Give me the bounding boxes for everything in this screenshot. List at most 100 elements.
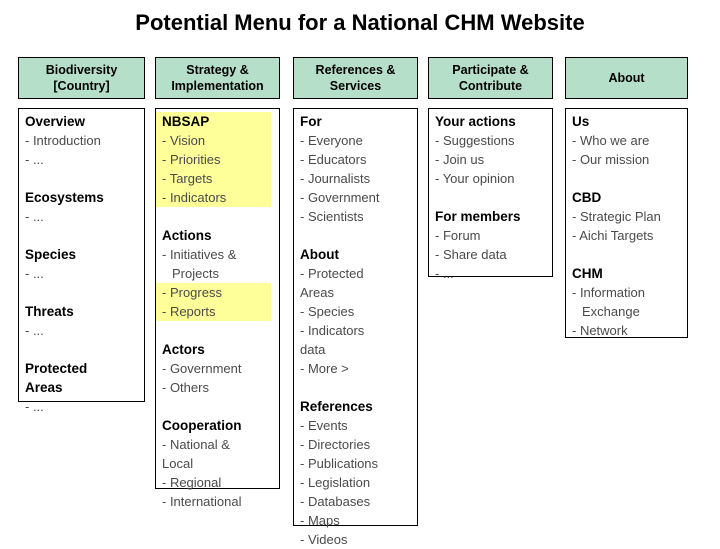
- content-box-frame: [428, 108, 553, 277]
- menu-spacer: [300, 378, 413, 397]
- menu-item: - ...: [25, 323, 44, 338]
- menu-item-list: NBSAP- Vision- Priorities- Targets- Indi…: [155, 108, 280, 511]
- menu-header-strategy-implementation: Strategy & Implementation: [155, 57, 280, 99]
- menu-item: - Aichi Targets: [572, 228, 654, 243]
- menu-item: - Indicators: [300, 323, 365, 338]
- menu-item: - Progress: [156, 283, 271, 302]
- menu-item: - Forum: [435, 228, 481, 243]
- menu-header-references-services: References & Services: [293, 57, 418, 99]
- menu-item: - Indicators: [156, 188, 271, 207]
- menu-spacer: [25, 340, 140, 359]
- menu-section-heading: References: [300, 399, 373, 414]
- menu-item: - Databases: [300, 494, 371, 509]
- menu-section-heading: Ecosystems: [25, 190, 104, 205]
- menu-section-heading: For: [300, 114, 322, 129]
- menu-item: - ...: [25, 209, 44, 224]
- menu-header-biodiversity: Biodiversity [Country]: [18, 57, 145, 99]
- menu-section-heading: About: [300, 247, 339, 262]
- menu-item: - ...: [435, 266, 454, 281]
- menu-item-list: For - Everyone - Educators - Journalists - G…: [293, 108, 418, 549]
- menu-item: - Journalists: [300, 171, 371, 186]
- column-references-services: For - Everyone - Educators - Journalists - G…: [293, 108, 418, 549]
- menu-section-heading: Protected: [25, 361, 88, 376]
- menu-item: - Your opinion: [435, 171, 515, 186]
- menu-item: - Network: [572, 323, 628, 338]
- menu-spacer: [572, 169, 683, 188]
- menu-item: - Regional: [162, 475, 222, 490]
- menu-item: Projects: [172, 266, 219, 281]
- menu-item: - Suggestions: [435, 133, 515, 148]
- menu-item: - ...: [25, 266, 44, 281]
- menu-item: - Share data: [435, 247, 507, 262]
- menu-section-heading: Actors: [162, 342, 205, 357]
- column-participate-contribute: Your actions - Suggestions - Join us - Your…: [428, 108, 553, 283]
- menu-item: - Protected: [300, 266, 364, 281]
- menu-item: - Educators: [300, 152, 367, 167]
- menu-header-participate-contribute: Participate & Contribute: [428, 57, 553, 99]
- menu-item: - Directories: [300, 437, 371, 452]
- menu-item: - Our mission: [572, 152, 650, 167]
- menu-item: - Vision: [156, 131, 271, 150]
- menu-spacer: [572, 245, 683, 264]
- menu-spacer: [300, 226, 413, 245]
- menu-item: - Priorities: [156, 150, 271, 169]
- menu-item: - Reports: [156, 302, 271, 321]
- menu-item: - ...: [25, 399, 44, 414]
- menu-item-list: Overview - Introduction - ... Ecosystems - .…: [18, 108, 145, 416]
- menu-section-heading: Areas: [25, 380, 63, 395]
- page-title: Potential Menu for a National CHM Websit…: [135, 10, 585, 35]
- menu-section-heading: Actions: [162, 228, 212, 243]
- menu-item: - Others: [162, 380, 209, 395]
- menu-spacer: [25, 283, 140, 302]
- menu-spacer: [25, 226, 140, 245]
- menu-item: - Maps: [300, 513, 340, 528]
- menu-item: Areas: [300, 285, 334, 300]
- menu-item: Local: [162, 456, 194, 471]
- menu-section-heading: NBSAP: [156, 112, 271, 131]
- menu-item: - More >: [300, 361, 349, 376]
- menu-spacer: [162, 321, 275, 340]
- content-box-frame: [293, 108, 418, 526]
- content-box-frame: [565, 108, 688, 338]
- menu-item: - Government: [162, 361, 242, 376]
- menu-item: - National &: [162, 437, 230, 452]
- menu-item: - International: [162, 494, 242, 509]
- menu-item: - Species: [300, 304, 355, 319]
- menu-item: - Initiatives &: [162, 247, 237, 262]
- content-box-frame: [18, 108, 145, 402]
- column-strategy-implementation: NBSAP- Vision- Priorities- Targets- Indi…: [155, 108, 280, 511]
- menu-section-heading: Your actions: [435, 114, 516, 129]
- menu-section-heading: Overview: [25, 114, 86, 129]
- menu-item: - Who we are: [572, 133, 650, 148]
- menu-item: - Strategic Plan: [572, 209, 661, 224]
- menu-item: - Legislation: [300, 475, 371, 490]
- menu-spacer: [162, 207, 275, 226]
- menu-item: data: [300, 342, 326, 357]
- menu-section-heading: Cooperation: [162, 418, 242, 433]
- menu-spacer: [435, 188, 548, 207]
- menu-spacer: [162, 397, 275, 416]
- menu-section-heading: Us: [572, 114, 590, 129]
- menu-item: - ...: [25, 152, 44, 167]
- menu-section-heading: CBD: [572, 190, 602, 205]
- menu-item: Exchange: [582, 304, 640, 319]
- menu-section-heading: For members: [435, 209, 521, 224]
- menu-item: - Targets: [156, 169, 271, 188]
- menu-item: - Information: [572, 285, 645, 300]
- column-biodiversity: Overview - Introduction - ... Ecosystems - .…: [18, 108, 145, 416]
- menu-item: - Introduction: [25, 133, 101, 148]
- menu-item: - Everyone: [300, 133, 363, 148]
- menu-section-heading: Threats: [25, 304, 74, 319]
- menu-item-list: Your actions - Suggestions - Join us - Your…: [428, 108, 553, 283]
- menu-spacer: [25, 169, 140, 188]
- menu-item: - Government: [300, 190, 380, 205]
- menu-item: - Publications: [300, 456, 379, 471]
- menu-section-heading: Species: [25, 247, 77, 262]
- menu-item: - Join us: [435, 152, 485, 167]
- menu-item: - Events: [300, 418, 348, 433]
- menu-header-about: About: [565, 57, 688, 99]
- menu-item: - Scientists: [300, 209, 364, 224]
